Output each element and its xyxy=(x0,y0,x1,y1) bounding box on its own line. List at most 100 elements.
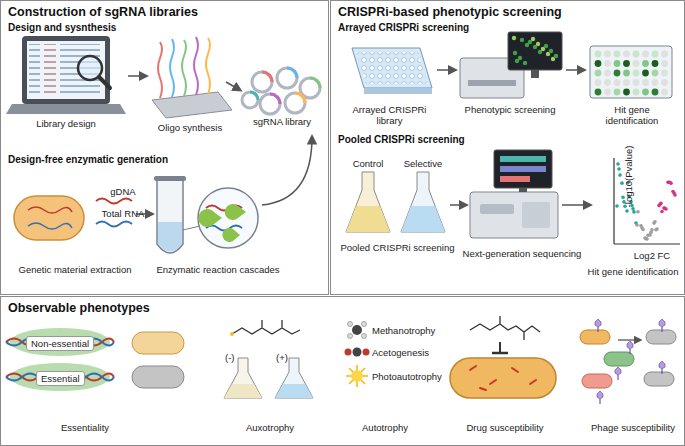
art-circle xyxy=(661,60,668,67)
art-circle xyxy=(353,348,362,357)
panel-heading: Construction of sgRNA libraries xyxy=(8,5,198,19)
art-path xyxy=(401,172,445,232)
art-path xyxy=(206,38,210,94)
art-circle xyxy=(633,79,640,86)
art-path xyxy=(224,358,262,398)
art-path xyxy=(158,222,182,252)
art-line xyxy=(662,369,663,374)
art-path xyxy=(352,48,432,88)
art-circle xyxy=(512,36,516,40)
art-line xyxy=(630,349,631,354)
art-line xyxy=(470,366,476,370)
subheading: Pooled CRISPRi screening xyxy=(338,134,465,145)
art-circle xyxy=(636,210,640,214)
art-circle xyxy=(652,51,659,58)
art-path xyxy=(356,52,428,84)
art-rect xyxy=(500,166,546,172)
art-circle xyxy=(345,349,352,356)
art-circle xyxy=(673,193,677,197)
art-path xyxy=(158,42,162,98)
art-rect xyxy=(494,150,552,188)
phenotype-name: Auxotrophy xyxy=(222,422,318,433)
art-circle xyxy=(635,223,639,227)
art-rect xyxy=(132,366,184,388)
art-line xyxy=(618,375,619,380)
caption: Library design xyxy=(16,118,116,129)
art-path xyxy=(96,199,132,204)
art-circle xyxy=(650,228,654,232)
art-circle xyxy=(668,181,672,185)
art-path xyxy=(262,72,272,82)
art-circle xyxy=(645,237,649,241)
art-circle xyxy=(623,51,630,58)
art-rect xyxy=(580,330,610,344)
art-polygon xyxy=(659,319,665,327)
art-circle xyxy=(633,70,640,77)
art-rect xyxy=(531,70,539,78)
art-circle xyxy=(604,60,611,67)
art-polygon xyxy=(659,361,665,369)
art-rect xyxy=(29,44,103,96)
art-circle xyxy=(230,332,234,336)
art-circle xyxy=(348,322,353,327)
art-circle xyxy=(652,79,659,86)
art-polygon xyxy=(615,367,621,375)
art-g xyxy=(595,51,668,96)
art-circle xyxy=(641,228,645,232)
art-circle xyxy=(351,370,363,382)
art-line xyxy=(614,243,680,244)
molecule-label: gDNA xyxy=(98,186,148,197)
art-path xyxy=(295,93,305,103)
art-rect xyxy=(500,176,530,182)
art-circle xyxy=(632,210,636,214)
subheading: Design-free enzymatic generation xyxy=(8,154,168,165)
art-path xyxy=(346,206,390,232)
art-circle xyxy=(642,51,649,58)
art-circle xyxy=(285,93,305,113)
art-path xyxy=(28,223,72,229)
art-g xyxy=(242,68,320,114)
art-circle xyxy=(614,51,621,58)
art-circle xyxy=(595,60,602,67)
art-circle xyxy=(661,70,668,77)
art-rect xyxy=(522,202,550,228)
art-path xyxy=(170,39,174,97)
art-path xyxy=(194,37,198,95)
art-circle xyxy=(614,70,621,77)
subheading: Arrayed CRISPRi screening xyxy=(338,22,469,33)
gene-label: Essential xyxy=(36,371,85,386)
art-rect xyxy=(590,46,672,98)
art-rect xyxy=(470,192,558,238)
art-path xyxy=(270,94,280,104)
art-circle xyxy=(661,79,668,86)
art-circle xyxy=(659,201,663,205)
caption: Next-generation sequencing xyxy=(458,248,586,259)
art-circle xyxy=(615,204,619,208)
art-path xyxy=(157,180,183,253)
art-path xyxy=(401,206,445,232)
art-circle xyxy=(633,51,640,58)
art-rect xyxy=(646,330,676,344)
caption: Hit gene identification xyxy=(588,104,676,126)
icon-label: Photoautotrophy xyxy=(372,371,442,382)
art-polygon xyxy=(595,319,601,327)
caption: Hit gene identification xyxy=(583,266,683,277)
art-circle xyxy=(595,89,602,96)
art-circle xyxy=(544,44,548,48)
art-circle xyxy=(252,72,272,92)
art-ellipse xyxy=(10,363,110,391)
art-rect xyxy=(154,176,186,181)
art-path xyxy=(206,226,242,231)
art-rect xyxy=(450,358,556,398)
art-g xyxy=(470,366,536,390)
caption: Pooled CRISPRi screening xyxy=(340,242,455,253)
art-rect xyxy=(27,41,105,99)
art-circle xyxy=(198,188,258,248)
art-rect xyxy=(604,352,634,366)
caption: Arrayed CRISPRi library xyxy=(347,104,432,126)
art-circle xyxy=(664,207,668,211)
art-rect xyxy=(500,156,546,162)
caption: Genetic material extraction xyxy=(5,264,145,275)
art-line xyxy=(450,204,466,206)
flask-label: Control xyxy=(343,158,393,169)
